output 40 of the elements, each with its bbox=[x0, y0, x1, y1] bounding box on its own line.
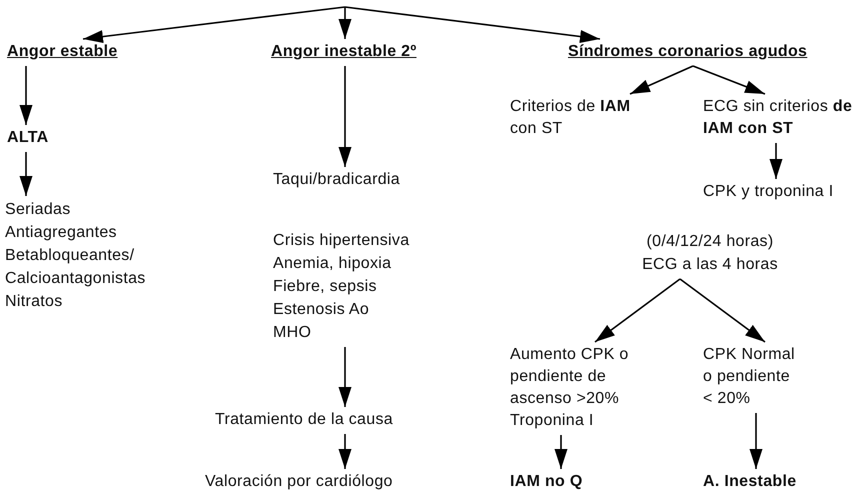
arrow bbox=[692, 65, 766, 95]
arrow bbox=[20, 152, 32, 196]
list-item: MHO bbox=[273, 323, 312, 343]
step-label: Taqui/bradicardia bbox=[273, 169, 400, 191]
timing-label: ECG a las 4 horas bbox=[641, 255, 779, 275]
arrow bbox=[750, 413, 762, 469]
list-item: Antiagregantes bbox=[5, 223, 118, 243]
criteria-label: CPK Normal o pendiente < 20% bbox=[703, 344, 803, 410]
arrow bbox=[770, 143, 782, 179]
criteria-label: ECG sin criterios de IAM con ST bbox=[703, 96, 853, 140]
arrow bbox=[338, 7, 352, 39]
arrow bbox=[680, 278, 766, 343]
arrow bbox=[344, 6, 600, 43]
outcome-label: ALTA bbox=[7, 127, 48, 149]
arrow bbox=[338, 66, 352, 167]
list-item: Estenosis Ao bbox=[273, 300, 370, 320]
list-item: Crisis hipertensiva bbox=[273, 231, 410, 251]
list-item: Fiebre, sepsis bbox=[273, 277, 378, 297]
heading: Angor estable bbox=[7, 41, 118, 63]
arrow bbox=[594, 278, 680, 343]
outcome-label: A. Inestable bbox=[703, 471, 796, 493]
arrow bbox=[554, 435, 568, 469]
arrow bbox=[338, 434, 352, 469]
heading: Síndromes coronarios agudos bbox=[568, 41, 808, 63]
criteria-label: Aumento CPK o pendiente de ascenso >20% Troponina I bbox=[510, 344, 648, 432]
heading: Angor inestable 2º bbox=[271, 41, 416, 63]
step-label: CPK y troponina I bbox=[703, 181, 834, 203]
list-item: Nitratos bbox=[5, 292, 64, 312]
list-item: Anemia, hipoxia bbox=[273, 254, 392, 274]
step-label: Valoración por cardiólogo bbox=[205, 471, 393, 493]
arrow bbox=[82, 6, 346, 44]
step-label: Tratamiento de la causa bbox=[215, 409, 393, 431]
criteria-label: Criterios de IAM con ST bbox=[510, 96, 655, 140]
arrow bbox=[338, 347, 352, 407]
list-item: Seriadas bbox=[5, 200, 72, 220]
list-item: Betabloqueantes/ Calcioantagonistas bbox=[5, 246, 147, 289]
outcome-label: IAM no Q bbox=[510, 471, 583, 493]
arrow bbox=[630, 65, 694, 95]
arrow bbox=[20, 66, 32, 125]
timing-label: (0/4/12/24 horas) bbox=[646, 232, 774, 252]
